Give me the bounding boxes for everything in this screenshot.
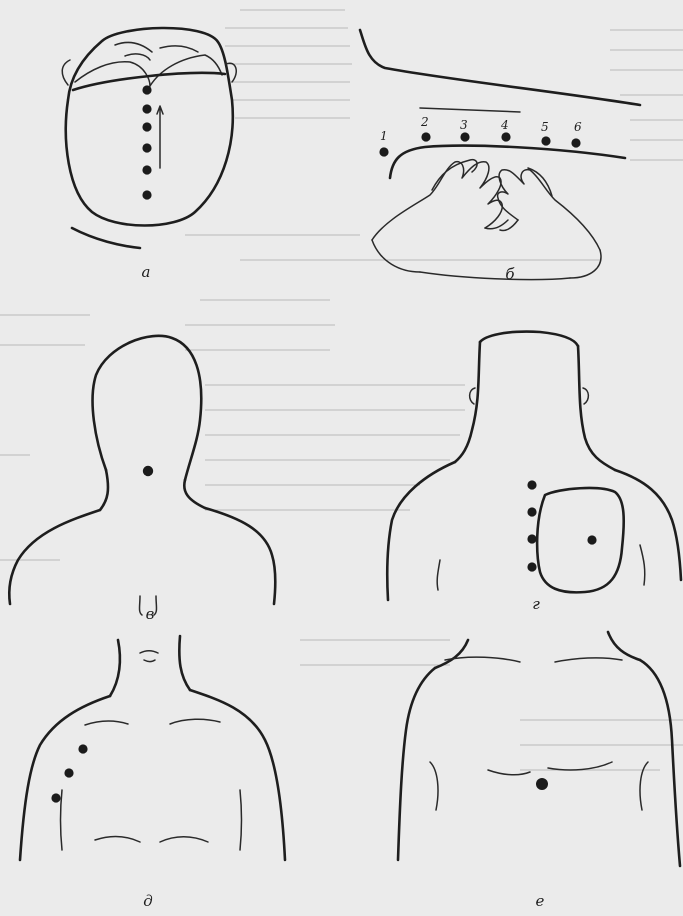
neck-right-g: [578, 346, 615, 470]
caption-e: е: [536, 892, 545, 910]
shoulder-left-d: [20, 696, 110, 860]
left-thumb: [485, 220, 508, 229]
nose: [140, 596, 143, 615]
hair-crease-3: [125, 54, 150, 60]
right-hand: [498, 170, 600, 250]
hair-crease-2: [160, 46, 198, 52]
scapula-right: [640, 545, 645, 585]
point-b-5: [541, 136, 550, 145]
neck-left-e: [435, 640, 468, 668]
shoulder-left-g: [387, 462, 455, 600]
point-a-2: [142, 104, 151, 113]
left-wrist: [372, 240, 420, 272]
neck-right: [184, 480, 205, 508]
point-b-3-label: 3: [460, 118, 468, 132]
point-b-4: [501, 132, 510, 141]
neck-left: [100, 470, 108, 510]
pectoral-right-e: [548, 762, 612, 770]
point-b-1: [379, 147, 388, 156]
hands-bottom: [420, 272, 570, 280]
head-back-outline: [93, 336, 202, 480]
point-g-4: [527, 562, 536, 571]
head-g-outline: [480, 332, 578, 346]
pectoral-left-e: [488, 770, 530, 775]
point-d-1: [78, 744, 87, 753]
right-wrist: [570, 250, 601, 278]
point-a-4: [142, 143, 151, 152]
arm-right-line: [240, 790, 242, 850]
shoulder-left-e: [398, 668, 435, 860]
stroke-arrow: [420, 108, 520, 112]
point-a-6: [142, 190, 151, 199]
midline-arrow: [157, 106, 163, 168]
clavicle-left-e: [445, 657, 520, 662]
caption-b: б: [505, 265, 515, 283]
mouth: [140, 651, 158, 662]
point-g-1: [527, 480, 536, 489]
point-b-6-label: 6: [574, 120, 582, 134]
point-d-2: [64, 768, 73, 777]
pectoral-left: [95, 836, 140, 842]
brow-line: [390, 146, 625, 178]
chin-neck-left: [110, 640, 120, 696]
hair-crease-1: [115, 42, 152, 52]
point-a-3: [142, 122, 151, 131]
point-b-5-label: 5: [541, 120, 549, 134]
nose-tip: [154, 596, 157, 615]
scapula-left: [437, 560, 440, 590]
point-b-1-label: 1: [380, 129, 388, 143]
point-g-3: [527, 534, 536, 543]
hair-fold-left: [75, 62, 150, 86]
point-a-1: [142, 85, 151, 94]
clavicle-right: [170, 719, 220, 724]
caption-g: г: [532, 595, 540, 613]
caption-a: а: [142, 263, 151, 281]
pectoral-right: [160, 837, 208, 842]
point-g-5: [587, 535, 596, 544]
ear-left: [62, 60, 70, 85]
point-b-6: [571, 138, 580, 147]
neck-left-g: [455, 342, 480, 462]
armpit-left: [430, 762, 438, 810]
hairline-curve: [360, 30, 640, 105]
point-b-4-label: 4: [500, 118, 509, 132]
panel-v: в: [9, 336, 275, 623]
shoulder-right: [205, 508, 275, 604]
point-b-3: [460, 132, 469, 141]
panel-a: а: [62, 28, 236, 281]
ear-right-g: [583, 388, 588, 404]
panel-b: 1 2 3 4 5 6 б: [360, 30, 640, 283]
clavicle-left: [85, 721, 128, 725]
chin-neck-right: [179, 636, 190, 690]
panel-g: г: [387, 332, 681, 613]
hair-fold-right: [150, 55, 222, 86]
armpit-right: [640, 762, 648, 810]
panel-e: е: [398, 632, 680, 910]
point-e-1: [536, 778, 548, 790]
caption-v: в: [146, 605, 155, 623]
ear-left-g: [470, 388, 475, 404]
panel-d: д: [20, 596, 285, 910]
arm-left-line: [61, 790, 63, 850]
left-hand-finger-1: [432, 160, 477, 190]
caption-d: д: [143, 892, 153, 910]
point-v-1: [143, 466, 153, 476]
point-g-2: [527, 507, 536, 516]
shoulder-left: [9, 510, 100, 604]
point-a-5: [142, 165, 151, 174]
point-d-3: [51, 793, 60, 802]
arc-stroke-below-head: [72, 228, 140, 248]
neck-right-e: [608, 632, 640, 660]
point-b-2-label: 2: [420, 115, 429, 129]
shoulder-right-e: [640, 660, 680, 866]
point-b-2: [421, 132, 430, 141]
clavicle-right-e: [555, 658, 622, 662]
treatment-zone: [537, 488, 624, 592]
shoulder-right-d: [190, 690, 285, 860]
